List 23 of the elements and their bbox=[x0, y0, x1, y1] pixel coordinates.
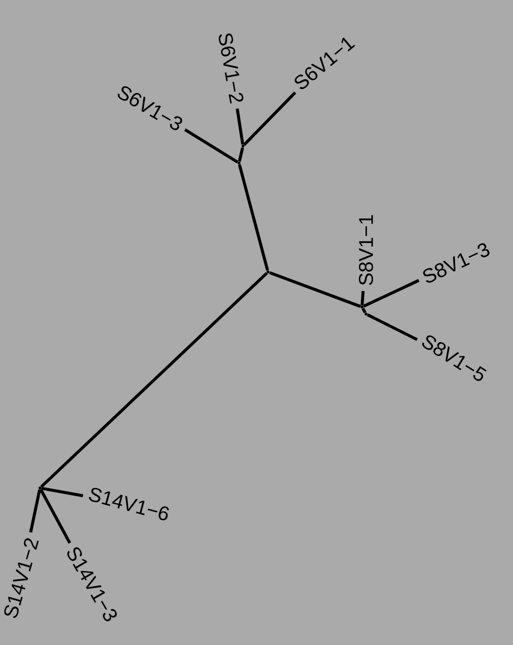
branch-point bbox=[266, 270, 270, 274]
branch-point bbox=[38, 486, 42, 490]
tree-branch bbox=[243, 91, 296, 146]
leaf-label: S14V1−6 bbox=[88, 488, 169, 520]
branch-point bbox=[242, 144, 244, 148]
tree-branch bbox=[184, 128, 238, 164]
tree-branch bbox=[41, 486, 84, 498]
leaf-label: S6V1−2 bbox=[218, 34, 244, 104]
tree-branch bbox=[366, 313, 418, 341]
leaf-label: S8V1−1 bbox=[358, 215, 374, 285]
branch-point bbox=[360, 306, 364, 308]
tree-branch bbox=[362, 279, 420, 308]
branch-point bbox=[238, 162, 240, 164]
tree-branch bbox=[236, 108, 244, 145]
tree-branch bbox=[238, 164, 269, 271]
tree-branch bbox=[269, 271, 361, 308]
tree-branch bbox=[362, 308, 366, 314]
tree-branch bbox=[238, 147, 244, 162]
tree-branch bbox=[40, 488, 72, 544]
branch-point bbox=[364, 312, 368, 316]
tree-branch bbox=[40, 272, 268, 488]
tree-branch bbox=[360, 290, 365, 306]
tree-branch bbox=[29, 489, 42, 533]
